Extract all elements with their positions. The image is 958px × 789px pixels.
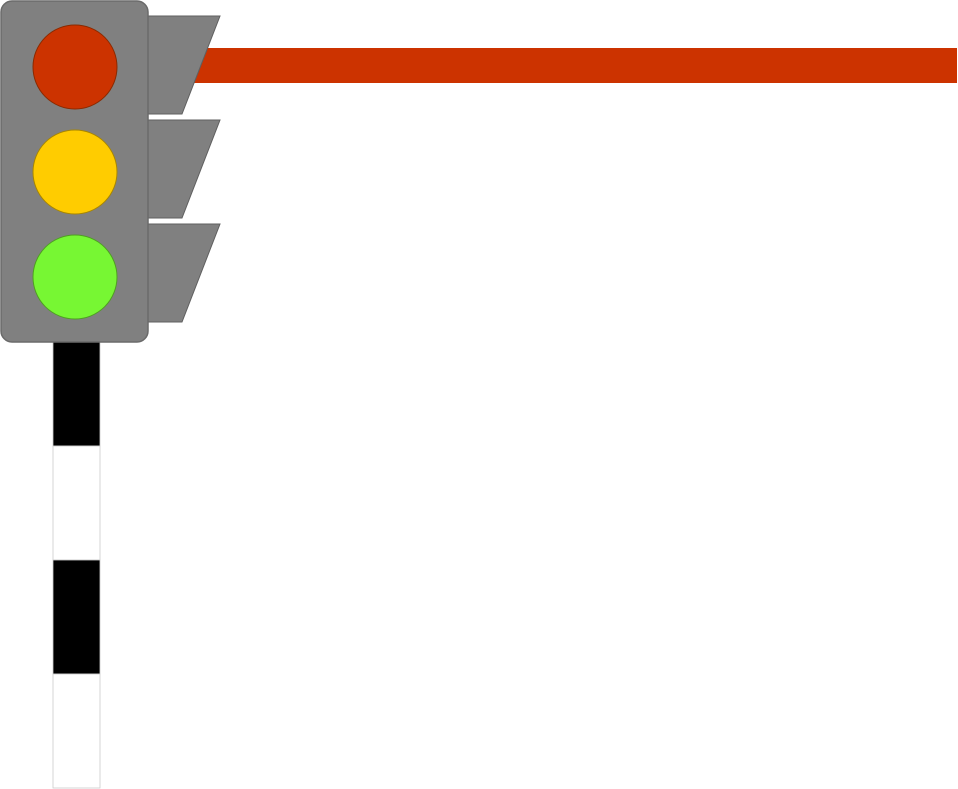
barrier-arm	[185, 48, 957, 83]
red-lamp	[32, 24, 118, 110]
pole	[52, 334, 101, 789]
pole-stripe	[52, 559, 101, 675]
pole-stripe	[52, 673, 101, 789]
pole-stripe	[52, 445, 101, 561]
signal-lamps	[32, 24, 118, 320]
green-lamp	[32, 234, 118, 320]
amber-lamp	[32, 129, 118, 215]
signal-visors	[139, 15, 221, 323]
visor	[139, 119, 221, 219]
visor	[139, 223, 221, 323]
pole-stripe	[52, 334, 101, 447]
